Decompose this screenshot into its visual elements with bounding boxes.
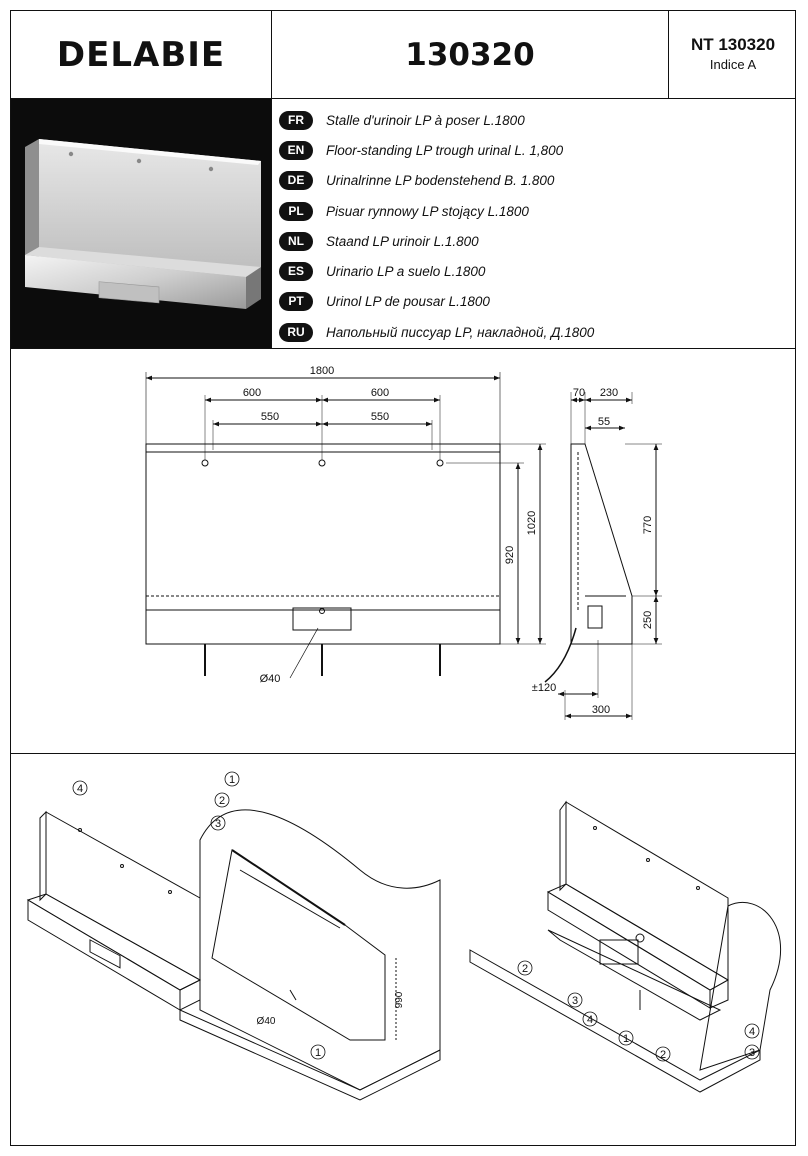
- dim-spacing-b: 600: [371, 387, 389, 399]
- product-reference: 130320: [405, 37, 535, 73]
- language-badge: PL: [279, 201, 313, 221]
- dim-drain-diameter: Ø40: [260, 673, 281, 685]
- dim-height-inner: 920: [504, 546, 516, 564]
- language-description: Urinol LP de pousar L.1800: [326, 293, 490, 309]
- dim-side-top-b: 230: [600, 387, 618, 399]
- callout-2: 2: [219, 795, 225, 807]
- installation-diagram-right: [469, 800, 782, 1093]
- language-row: NL Staand LP urinoir L.1.800: [279, 230, 479, 252]
- callout-1: 1: [229, 774, 235, 786]
- language-badge: FR: [279, 110, 313, 130]
- installation-diagram-left: [26, 809, 441, 1101]
- column-divider: [271, 11, 272, 348]
- dim-side-top-a: 70: [573, 387, 585, 399]
- language-row: FR Stalle d'urinoir LP à poser L.1800: [279, 109, 525, 131]
- dim-spacing-a: 600: [243, 387, 261, 399]
- language-description: Pisuar rynnowy LP stojący L.1800: [326, 203, 529, 219]
- urinal-photo-illustration: [25, 139, 261, 309]
- language-badge: RU: [279, 322, 313, 342]
- notice-code: NT 130320: [690, 35, 776, 54]
- dim-height-total: 1020: [526, 511, 538, 535]
- notice-index: Indice A: [709, 57, 757, 72]
- language-description: Floor-standing LP trough urinal L. 1,800: [326, 142, 564, 158]
- language-description: Urinario LP a suelo L.1800: [326, 263, 486, 279]
- language-row: DE Urinalrinne LP bodenstehend B. 1.800: [279, 169, 554, 191]
- dim-side-depth: 300: [592, 704, 610, 716]
- language-row: PL Pisuar rynnowy LP stojący L.1800: [279, 200, 529, 222]
- language-badge: NL: [279, 231, 313, 251]
- dim-spacing-d: 550: [371, 411, 389, 423]
- language-description: Staand LP urinoir L.1.800: [326, 233, 479, 249]
- product-photo: [11, 99, 271, 348]
- dimension-labels: 1800 600 600 550 550 920 1020 Ø40 70 230…: [243, 365, 654, 716]
- front-elevation: [145, 372, 546, 679]
- language-row: RU Напольный писсуар LP, накладной, Д.18…: [279, 321, 594, 343]
- language-row: ES Urinario LP a suelo L.1800: [279, 260, 485, 282]
- dim-install-drain: Ø40: [257, 1016, 276, 1027]
- dim-side-lower: 250: [642, 611, 654, 629]
- side-elevation: [544, 392, 662, 720]
- header-divider: [11, 98, 795, 99]
- callout-1: 1: [623, 1033, 629, 1045]
- drawing-divider: [11, 753, 795, 754]
- callout-4: 4: [749, 1026, 755, 1038]
- dim-install-height: 990: [394, 991, 405, 1008]
- callout-4: 4: [77, 783, 83, 795]
- dim-side-inner: 55: [598, 416, 610, 428]
- dim-overall-width: 1800: [310, 365, 334, 377]
- callout-3: 3: [572, 995, 578, 1007]
- language-badge: EN: [279, 140, 313, 160]
- dim-side-tolerance: ±120: [532, 682, 556, 694]
- language-row: PT Urinol LP de pousar L.1800: [279, 290, 490, 312]
- callout-3: 3: [215, 818, 221, 830]
- dim-spacing-c: 550: [261, 411, 279, 423]
- callout-2: 2: [660, 1049, 666, 1061]
- installation-callouts: 4 1 2 3 1 2 3 4 1 2 4 3 990 Ø40: [72, 771, 760, 1062]
- language-description: Напольный писсуар LP, накладной, Д.1800: [326, 324, 595, 340]
- language-description: Stalle d'urinoir LP à poser L.1800: [326, 112, 525, 128]
- language-description: Urinalrinne LP bodenstehend B. 1.800: [326, 172, 555, 188]
- callout-3: 3: [749, 1047, 755, 1059]
- language-row: EN Floor-standing LP trough urinal L. 1,…: [279, 139, 563, 161]
- spec-sheet: DELABIE 130320 NT 130320 Indice A: [10, 10, 796, 1146]
- header-column-divider: [668, 11, 669, 99]
- callout-2: 2: [522, 963, 528, 975]
- brand-logo: DELABIE: [56, 35, 226, 75]
- language-badge: PT: [279, 291, 313, 311]
- dim-side-upper: 770: [642, 516, 654, 534]
- callout-1: 1: [315, 1047, 321, 1059]
- notice-block: NT 130320 Indice A: [669, 11, 797, 99]
- callout-4: 4: [587, 1014, 593, 1026]
- language-badge: DE: [279, 170, 313, 190]
- description-divider: [11, 348, 795, 349]
- language-badge: ES: [279, 261, 313, 281]
